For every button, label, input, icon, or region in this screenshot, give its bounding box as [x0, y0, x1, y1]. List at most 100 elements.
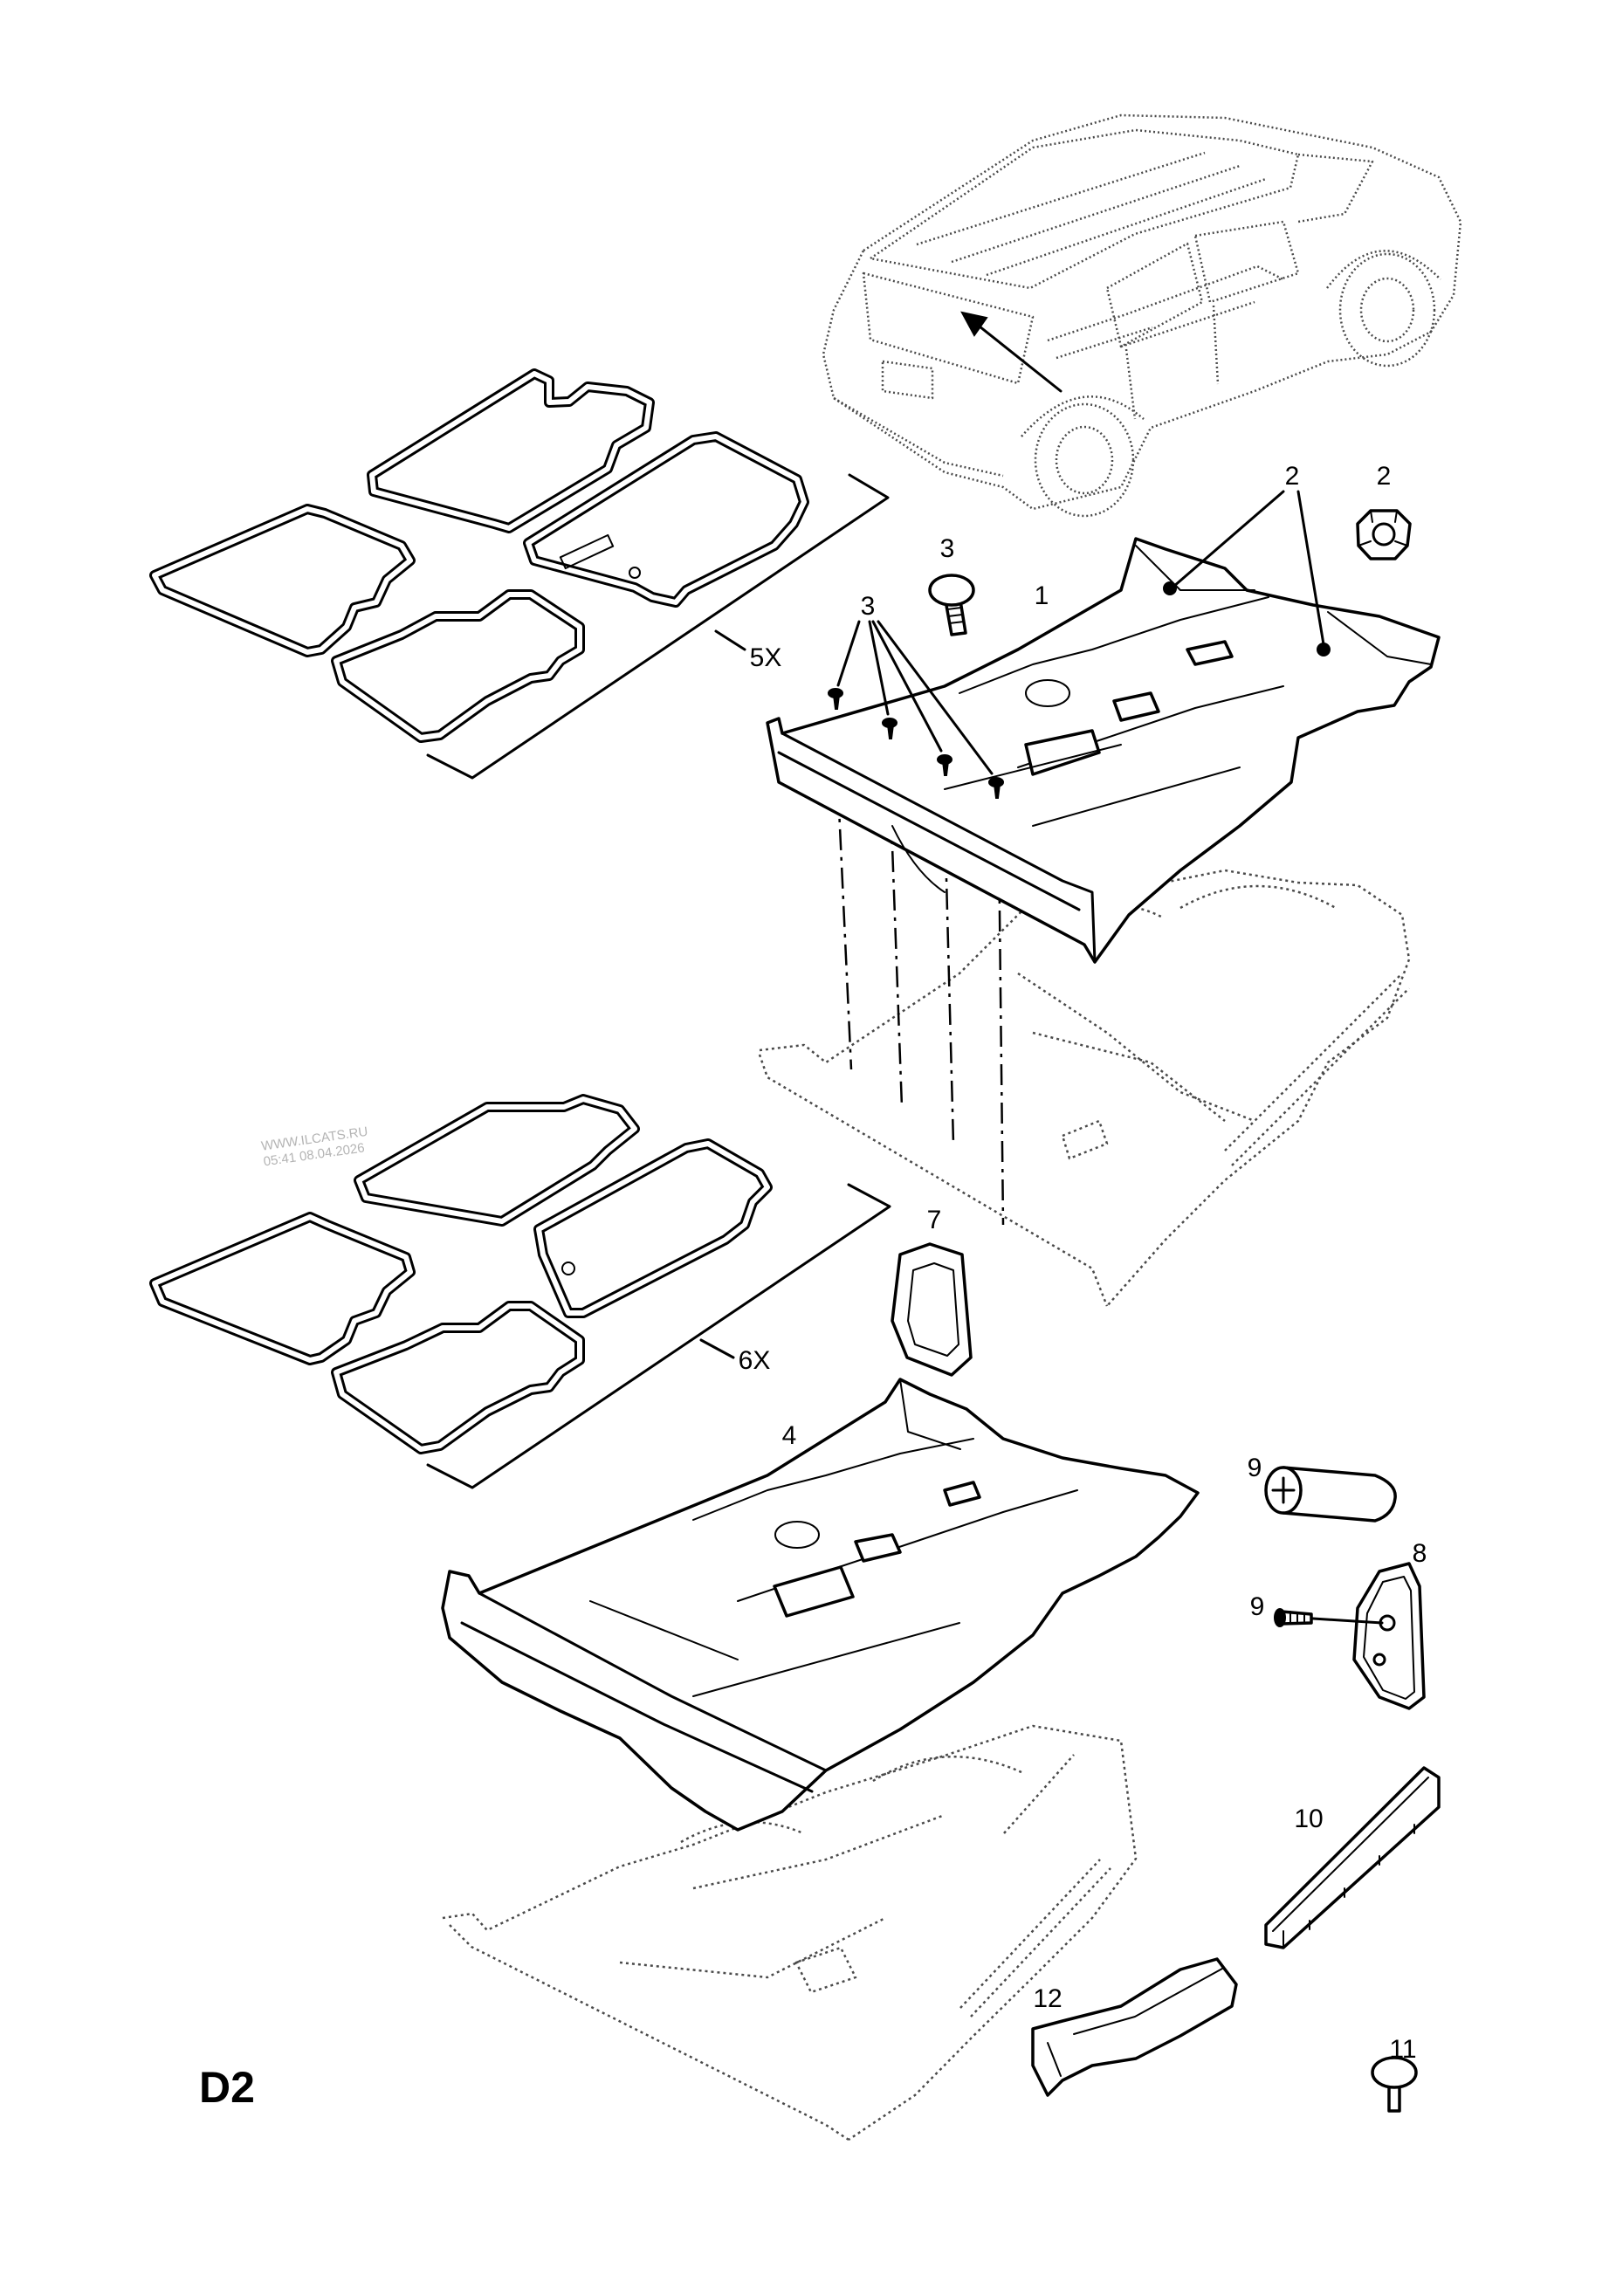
bushing-body [1282, 1466, 1397, 1523]
sill-strip-part-10 [1264, 1766, 1441, 1949]
floor-pan-sill [959, 1754, 1111, 2018]
carpet-lever-opening [854, 1533, 902, 1563]
carpet-tunnel-ridge [692, 1438, 974, 1521]
floor-pan-sill [1224, 973, 1410, 1166]
clip-part-11 [1371, 2056, 1418, 2113]
callout-3-screws[interactable]: 3 [861, 592, 876, 621]
callout-8[interactable]: 8 [1413, 1539, 1427, 1568]
carpet-footwell-line [1135, 545, 1432, 665]
carpet-tunnel-hump [1025, 679, 1070, 707]
floor-mat-rear-right [149, 1212, 416, 1365]
carpet-pedal-opening [943, 1481, 981, 1507]
mat-edge-inner [152, 1214, 413, 1363]
screw-head [882, 718, 897, 728]
carpet-rear-panel-edge [777, 732, 1097, 964]
vehicle-rear-side-window [1105, 242, 1204, 348]
carpet-pedal-opening [1186, 640, 1234, 666]
bolt-head [928, 574, 975, 607]
callout-11[interactable]: 11 [1389, 2035, 1416, 2064]
vehicle-front-wheel-rim [1359, 277, 1415, 343]
carpet-tunnel-hump [774, 1521, 820, 1549]
callout-5x[interactable]: 5X [750, 643, 782, 672]
carpet-rear-floor-line [589, 1600, 960, 1697]
callout-4[interactable]: 4 [782, 1421, 797, 1450]
floor-mat-front-left [533, 1138, 773, 1318]
mat-edge-inner [369, 371, 652, 531]
mat-set-5x-bracket [426, 473, 890, 780]
floor-mat-set-5x [149, 368, 890, 780]
mat-fixing-eyelet [629, 567, 641, 579]
screw-set-part-3 [828, 620, 1004, 799]
callout-1[interactable]: 1 [1035, 581, 1049, 610]
carpet-shift-opening [773, 1565, 855, 1618]
nut-part-2 [1356, 509, 1412, 560]
callout-2-left[interactable]: 2 [1285, 462, 1300, 491]
mat-set-6x-leader [699, 1338, 735, 1359]
trim-panel-part-12 [1031, 1957, 1238, 2097]
sill-strip-outline [1264, 1766, 1441, 1949]
mat-edge-outer [149, 1212, 416, 1365]
screw [988, 777, 1004, 799]
vehicle-rear-window [862, 272, 1035, 385]
mat-edge-inner [334, 592, 582, 740]
mat-edge-inner [152, 506, 413, 655]
screw [937, 754, 952, 776]
callout-2-leader [1172, 490, 1325, 646]
plate-hole [1372, 1653, 1386, 1667]
bushing-part-9 [1264, 1466, 1397, 1523]
bolt-thread [1289, 1611, 1305, 1625]
bushing-slot [1271, 1476, 1296, 1504]
callout-2-right[interactable]: 2 [1377, 462, 1392, 491]
nut-facets [1358, 510, 1408, 547]
carpet-lever-opening [1112, 691, 1160, 722]
floor-carpet-part-4 [441, 1378, 1200, 1832]
floor-pan-opening [794, 1946, 857, 1994]
callout-7[interactable]: 7 [927, 1206, 942, 1234]
screw [882, 718, 897, 739]
mat-edge-inner [536, 1141, 770, 1316]
floor-mat-set-6x [149, 1094, 891, 1489]
callout-6x[interactable]: 6X [739, 1346, 771, 1375]
screw-head [988, 777, 1004, 787]
trim-outline [1031, 1957, 1238, 2097]
vehicle-roof-ribs [916, 151, 1267, 277]
floor-mat-rear-right [149, 504, 416, 657]
callout-3-leader [836, 620, 994, 775]
callout-9-bolt[interactable]: 9 [1250, 1592, 1265, 1621]
footrest-pad-part-7 [891, 1242, 973, 1377]
callout-3-bolt[interactable]: 3 [940, 534, 955, 563]
floor-pan-opening [1061, 1119, 1109, 1160]
bolt-thread [946, 607, 965, 624]
carpet-tunnel-ridge [959, 596, 1269, 694]
callout-9-bushing[interactable]: 9 [1248, 1454, 1262, 1482]
floor-mat-rear-left [331, 589, 585, 743]
vehicle-rear-wheel-rim [1055, 425, 1114, 495]
carpet-footwell-line [899, 1378, 961, 1450]
callout-10[interactable]: 10 [1294, 1804, 1323, 1833]
vehicle-front-wheel [1338, 252, 1436, 368]
vehicle-interior-floor [1047, 265, 1284, 360]
footrest-inner-edge [907, 1262, 959, 1357]
screw-head [828, 688, 843, 698]
vehicle-overview [822, 113, 1462, 518]
plate-inner-edge [1363, 1576, 1415, 1700]
callout-12[interactable]: 12 [1033, 1984, 1062, 2013]
mat-edge-inner [526, 434, 807, 605]
mat-edge-inner [334, 1303, 582, 1452]
carpet-rear-floor-line [944, 744, 1241, 827]
floor-pan-tunnel [619, 1813, 946, 1979]
vehicle-rear-bumper [833, 396, 1004, 478]
vehicle-wheel-arches [1021, 250, 1441, 437]
nut-flange [1356, 509, 1412, 560]
fastener-point [1163, 581, 1177, 595]
vehicle-roof [869, 128, 1300, 290]
floor-pan-rear-edge [449, 1924, 849, 2141]
floor-pan-ghost-lower [442, 1724, 1138, 2141]
floor-pan-outline [759, 869, 1411, 1307]
sill-strip-edge [1272, 1777, 1429, 1949]
vehicle-windshield [1297, 153, 1374, 223]
floor-mat-front-right [367, 368, 655, 533]
mat-set-5x-leader [714, 629, 746, 651]
sill-strip-clips [1309, 1824, 1415, 1930]
callout-9-leader [1311, 1617, 1384, 1625]
